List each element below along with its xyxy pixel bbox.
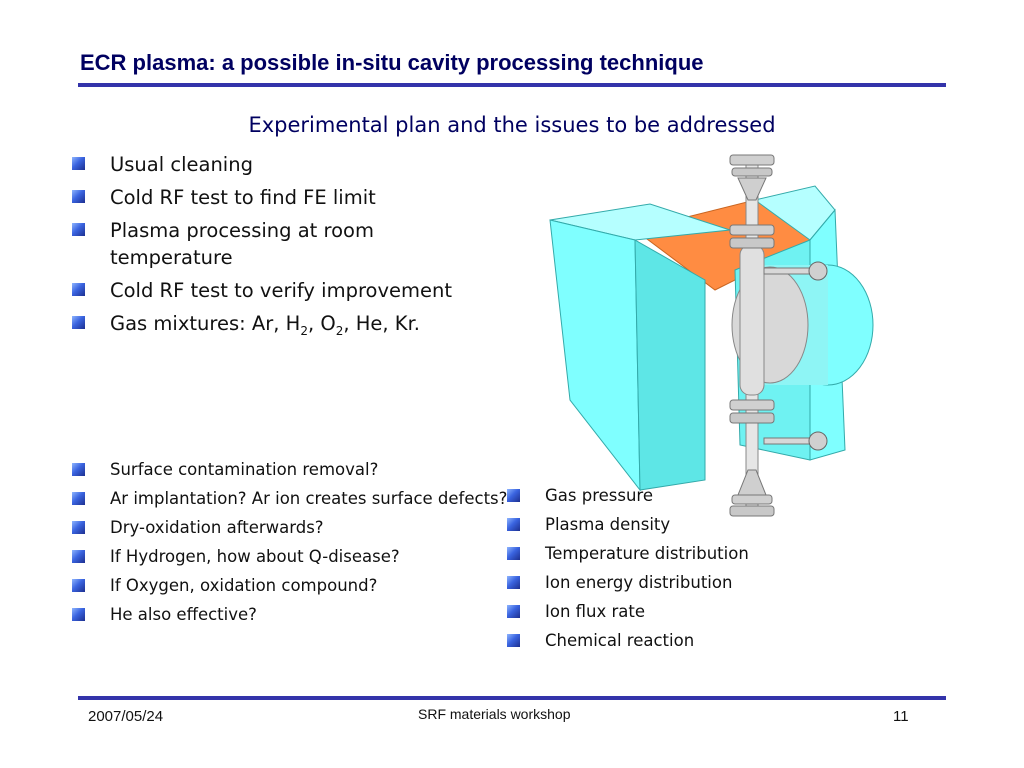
bullet-icon	[72, 521, 85, 534]
bullet-icon	[507, 576, 520, 589]
bullet-icon	[72, 608, 85, 621]
slide-subtitle: Experimental plan and the issues to be a…	[248, 113, 776, 137]
flange	[731, 167, 773, 177]
list-item-text: Plasma density	[545, 515, 671, 534]
port-flange	[808, 431, 828, 451]
list-item-text: Chemical reaction	[545, 631, 695, 650]
list-item: Plasma density	[507, 513, 827, 537]
list-item-text: Plasma processing at room temperature	[110, 219, 374, 269]
flange	[729, 505, 775, 517]
list-item-text: Usual cleaning	[110, 153, 253, 176]
list-item-text: Ar implantation? Ar ion creates surface …	[110, 489, 508, 508]
bullet-icon	[72, 579, 85, 592]
list-item: Cold RF test to find FE limit	[72, 184, 522, 211]
ecr-apparatus-figure	[549, 154, 874, 517]
list-item-text: If Hydrogen, how about Q-disease?	[110, 547, 400, 566]
list-item-text: Ion flux rate	[545, 602, 646, 621]
plan-list: Usual cleaning Cold RF test to find FE l…	[72, 151, 522, 351]
list-item: He also effective?	[72, 603, 512, 627]
taper	[737, 177, 767, 201]
flange	[729, 237, 775, 249]
bullet-icon	[507, 518, 520, 531]
list-item: Plasma processing at room temperature	[72, 217, 440, 271]
list-item: If Hydrogen, how about Q-disease?	[72, 545, 512, 569]
bullet-icon	[72, 190, 85, 203]
flange	[729, 224, 775, 236]
parameters-list: Gas pressure Plasma density Temperature …	[507, 484, 827, 658]
list-item-text: Temperature distribution	[545, 544, 749, 563]
footer-center: SRF materials workshop	[418, 706, 571, 722]
list-item-text: Ion energy distribution	[545, 573, 733, 592]
bullet-icon	[72, 316, 85, 329]
slide-title: ECR plasma: a possible in-situ cavity pr…	[80, 50, 704, 75]
flange	[729, 399, 775, 411]
issues-list: Surface contamination removal? Ar implan…	[72, 458, 512, 632]
list-item: Ar implantation? Ar ion creates surface …	[72, 487, 512, 511]
bullet-icon	[72, 463, 85, 476]
bullet-icon	[507, 547, 520, 560]
list-item: Surface contamination removal?	[72, 458, 512, 482]
port-flange	[808, 261, 828, 281]
list-item: Temperature distribution	[507, 542, 827, 566]
gas-mixtures-item: Gas mixtures: Ar, H2, O2, He, Kr.	[72, 310, 522, 345]
page-number: 11	[893, 708, 909, 725]
list-item: Cold RF test to verify improvement	[72, 277, 522, 304]
flange	[729, 412, 775, 424]
flange	[731, 494, 773, 505]
bullet-icon	[507, 634, 520, 647]
side-port	[763, 267, 815, 275]
list-item: Usual cleaning	[72, 151, 522, 178]
list-item-text: Surface contamination removal?	[110, 460, 379, 479]
bullet-icon	[507, 605, 520, 618]
list-item-text: Dry-oxidation afterwards?	[110, 518, 324, 537]
bullet-icon	[72, 550, 85, 563]
bullet-icon	[72, 223, 85, 236]
footer-rule	[78, 696, 946, 700]
list-item: Chemical reaction	[507, 629, 827, 653]
flange	[729, 154, 775, 166]
footer-date: 2007/05/24	[88, 708, 164, 725]
list-item: Ion energy distribution	[507, 571, 827, 595]
list-item-text: Cold RF test to verify improvement	[110, 279, 453, 302]
list-item-text: If Oxygen, oxidation compound?	[110, 576, 378, 595]
cell-body	[739, 244, 765, 396]
list-item-text: He also effective?	[110, 605, 257, 624]
bullet-icon	[507, 489, 520, 502]
list-item: Dry-oxidation afterwards?	[72, 516, 512, 540]
list-item-text: Gas pressure	[545, 486, 654, 505]
bullet-icon	[72, 157, 85, 170]
bullet-icon	[72, 283, 85, 296]
list-item: Ion flux rate	[507, 600, 827, 624]
bullet-icon	[72, 492, 85, 505]
side-port	[763, 437, 815, 445]
list-item: If Oxygen, oxidation compound?	[72, 574, 512, 598]
title-rule	[78, 83, 946, 87]
list-item: Gas pressure	[507, 484, 827, 508]
left-magnet-side	[634, 239, 706, 491]
left-magnet-face	[549, 219, 641, 492]
list-item-text: Cold RF test to find FE limit	[110, 186, 376, 209]
